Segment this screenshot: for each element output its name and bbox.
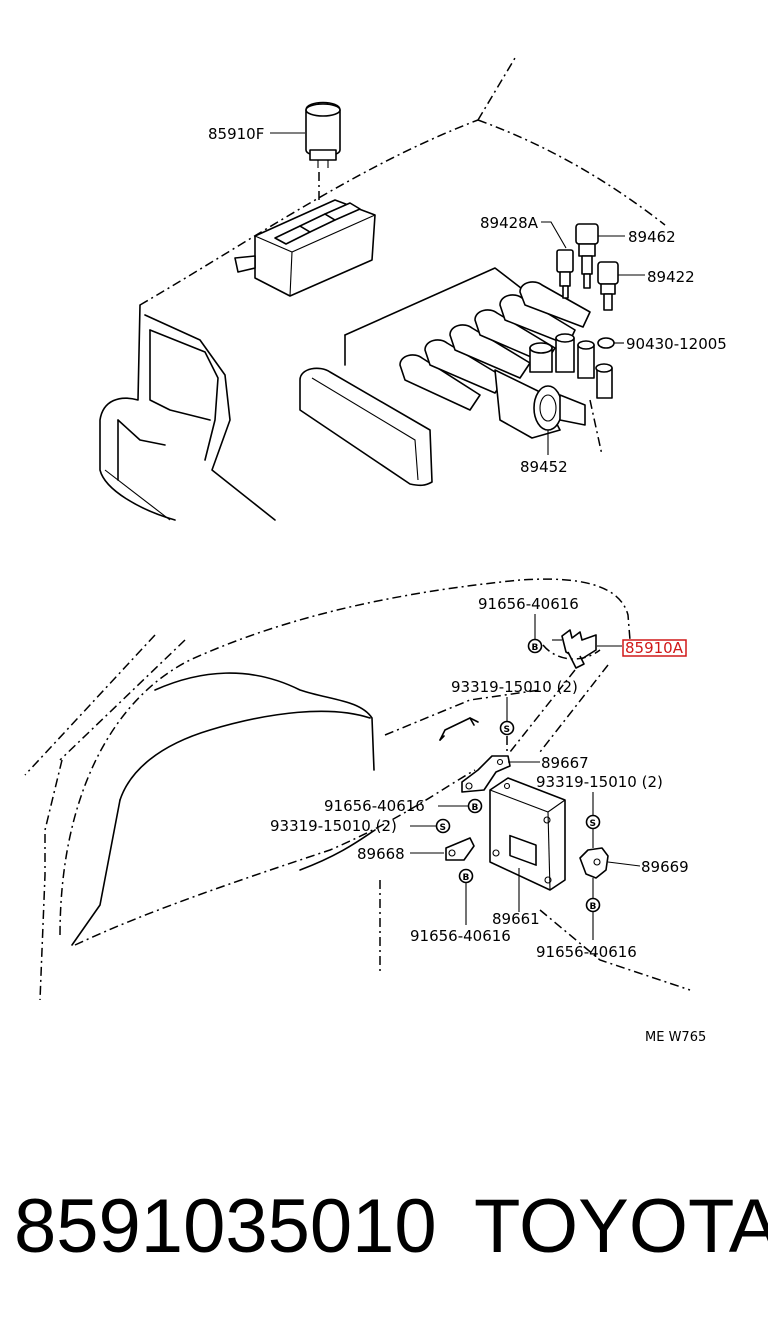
- brand-name: TOYOTA: [474, 1184, 768, 1269]
- dashboard-outline: [24, 578, 691, 1001]
- screw-icon: S: [585, 814, 601, 830]
- sensor-89452: [533, 385, 586, 455]
- relay-block: [234, 199, 376, 297]
- relay-85910A: [552, 629, 597, 669]
- label-89667: 89667: [541, 754, 589, 772]
- sensor-89428A-leader: [541, 221, 567, 249]
- diagram-code: ME W765: [645, 1030, 706, 1045]
- label-91656-left: 91656-40616: [324, 797, 425, 815]
- svg-text:S: S: [590, 819, 596, 829]
- engine-bay-outline: [99, 57, 666, 521]
- screw-icon: S: [435, 818, 451, 834]
- relay-85910A-dash: [542, 644, 601, 660]
- sensor-89422: [597, 261, 619, 311]
- highlight-box-85910A: [622, 639, 687, 657]
- label-93319-b: 93319-15010 (2): [536, 773, 663, 791]
- label-89661: 89661: [492, 910, 540, 928]
- svg-text:B: B: [463, 873, 470, 883]
- svg-text:S: S: [504, 725, 510, 735]
- svg-text:B: B: [532, 643, 539, 653]
- label-93319-a: 93319-15010 (2): [451, 678, 578, 696]
- label-91656-top: 91656-40616: [478, 595, 579, 613]
- label-89669: 89669: [641, 858, 689, 876]
- label-90430: 90430-12005: [626, 335, 727, 353]
- footer: 8591035010 TOYOTA: [0, 1182, 768, 1272]
- svg-text:S: S: [440, 823, 446, 833]
- bracket-89668: [445, 837, 475, 861]
- label-91656-right: 91656-40616: [536, 943, 637, 961]
- label-89462: 89462: [628, 228, 676, 246]
- label-85910F: 85910F: [208, 125, 264, 143]
- label-89428A: 89428A: [480, 214, 539, 232]
- sensor-89428A: [556, 249, 574, 299]
- label-93319-c: 93319-15010 (2): [270, 817, 397, 835]
- label-85910A: 85910A: [625, 639, 684, 657]
- bolt-icon: B: [585, 897, 601, 913]
- bracket-89669: [579, 847, 609, 879]
- label-89422: 89422: [647, 268, 695, 286]
- harness-dash-a: [509, 669, 576, 753]
- bolt-icon: B: [527, 638, 543, 654]
- parts-diagram: 85910F 89452: [24, 57, 727, 1045]
- bracket-89667: [461, 755, 511, 793]
- label-89668: 89668: [357, 845, 405, 863]
- gasket-90430: [597, 337, 615, 349]
- svg-text:B: B: [590, 902, 597, 912]
- bolt-icon: B: [458, 868, 474, 884]
- label-91656-bottom: 91656-40616: [410, 927, 511, 945]
- intake-assembly: [299, 267, 613, 487]
- sensor-89462: [575, 223, 599, 289]
- svg-text:B: B: [472, 803, 479, 813]
- ecu-89661: [489, 777, 566, 891]
- bolt-icon: B: [467, 798, 483, 814]
- screw-icon: S: [499, 720, 515, 736]
- relay-85910F: [305, 101, 341, 168]
- label-89452: 89452: [520, 458, 568, 476]
- part-number: 8591035010: [14, 1184, 437, 1269]
- bracket-89669-leader: [607, 861, 641, 867]
